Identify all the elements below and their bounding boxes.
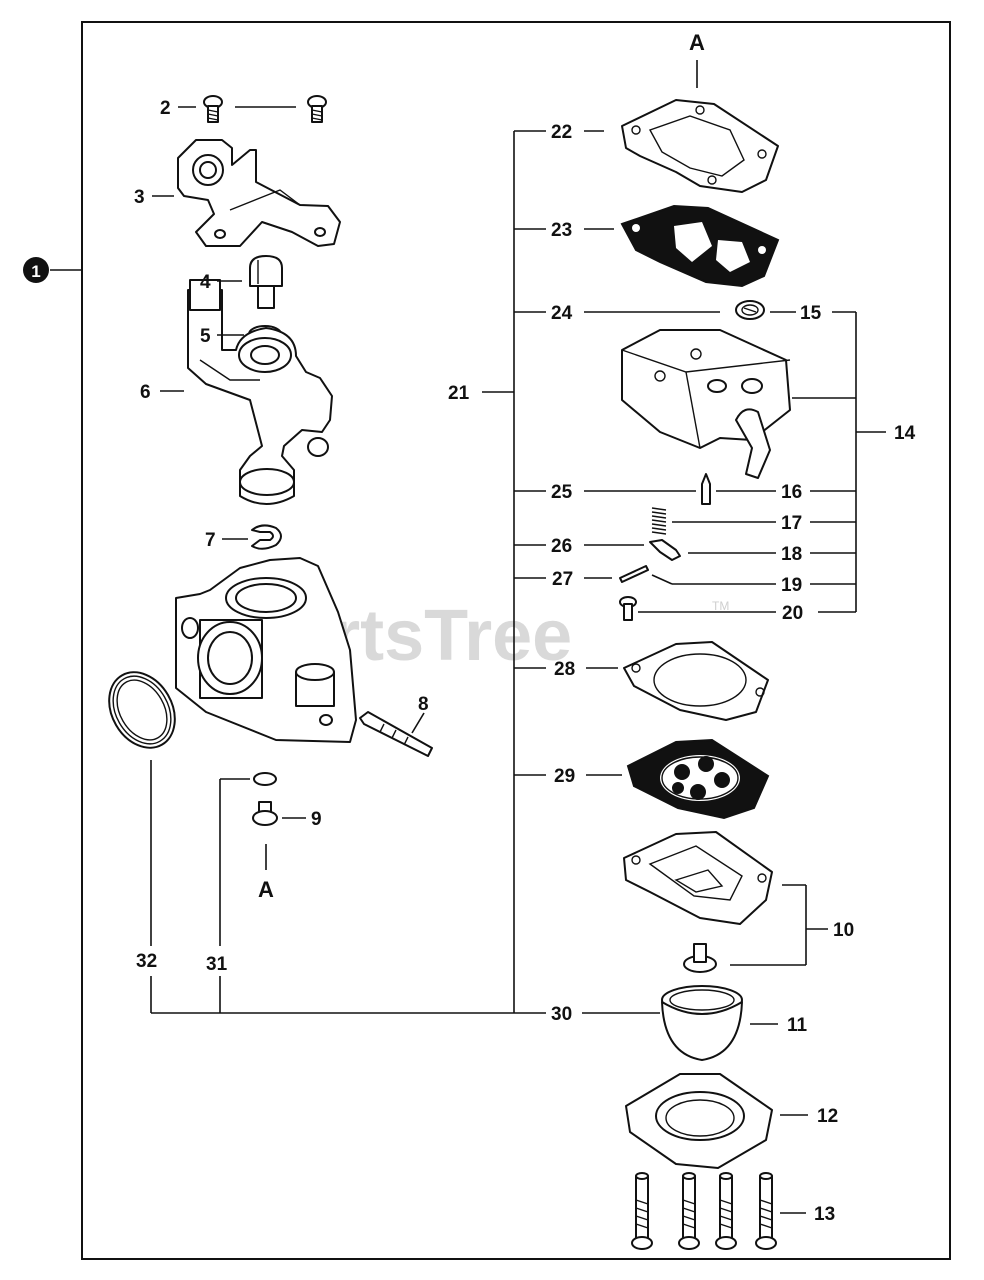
spring-part [651,507,667,535]
callout-8: 8 [418,694,429,715]
callout-9: 9 [311,809,322,830]
callout-19: 19 [781,575,802,596]
callout-11: 11 [787,1015,808,1036]
svg-text:1: 1 [31,262,40,281]
callout-32: 32 [136,951,157,972]
plug-part [252,801,278,826]
bracket-part [177,139,341,247]
callout-labels: 2 3 4 5 6 7 8 9 10 11 12 13 14 15 16 17 … [134,98,916,1225]
check-valve-part [683,943,717,973]
callout-5: 5 [200,326,211,347]
callout-10: 10 [833,920,854,941]
pump-body-part [621,329,791,479]
callout-6: 6 [140,382,151,403]
cover-plate-part [625,1073,773,1169]
callout-25: 25 [551,482,573,503]
callout-2: 2 [160,98,171,119]
gasket-22-part [621,99,779,193]
callout-17: 17 [781,513,802,534]
callout-29: 29 [554,766,575,787]
callout-3: 3 [134,187,145,208]
callout-15: 15 [800,303,822,324]
callout-30: 30 [551,1004,572,1025]
callout-20: 20 [782,603,803,624]
callout-28: 28 [554,659,575,680]
screw-pair-part [203,95,327,123]
primer-bulb-part [661,985,743,1061]
gasket-28-part [623,641,769,721]
needle-part [359,711,433,757]
diaphragm-23-part [620,204,780,288]
inlet-needle-part [701,473,711,505]
diaphragm-29-part [626,738,770,820]
bolt-set-part [631,1172,777,1250]
screen-filter-part [735,300,765,320]
callout-22: 22 [551,122,572,143]
diagram-frame [81,21,951,1260]
callout-4: 4 [200,272,211,293]
reference-a-top: A [689,30,705,55]
lever-part [649,539,681,561]
adjust-knob-part [249,255,283,309]
callout-14: 14 [894,423,916,444]
reference-a-bottom: A [258,877,274,902]
callout-23: 23 [551,220,572,241]
callout-31: 31 [206,954,228,975]
gasket-ring-part [108,671,176,749]
small-screw-part [619,596,637,621]
callout-13: 13 [814,1204,835,1225]
throttle-housing-part [187,279,333,505]
watermark-tm: TM [712,599,729,613]
callout-27: 27 [552,569,573,590]
carburetor-body-part [175,557,357,743]
metering-body-part [623,831,773,925]
item-badge: 1 [23,257,82,283]
callout-21: 21 [448,383,470,404]
callout-16: 16 [781,482,802,503]
callout-7: 7 [205,530,216,551]
leader-lines [150,106,886,1214]
washer-part [253,772,277,786]
callout-26: 26 [551,536,572,557]
callout-24: 24 [551,303,573,324]
callout-12: 12 [817,1106,838,1127]
pin-part [619,565,649,583]
e-clip-part [251,524,282,550]
callout-18: 18 [781,544,802,565]
